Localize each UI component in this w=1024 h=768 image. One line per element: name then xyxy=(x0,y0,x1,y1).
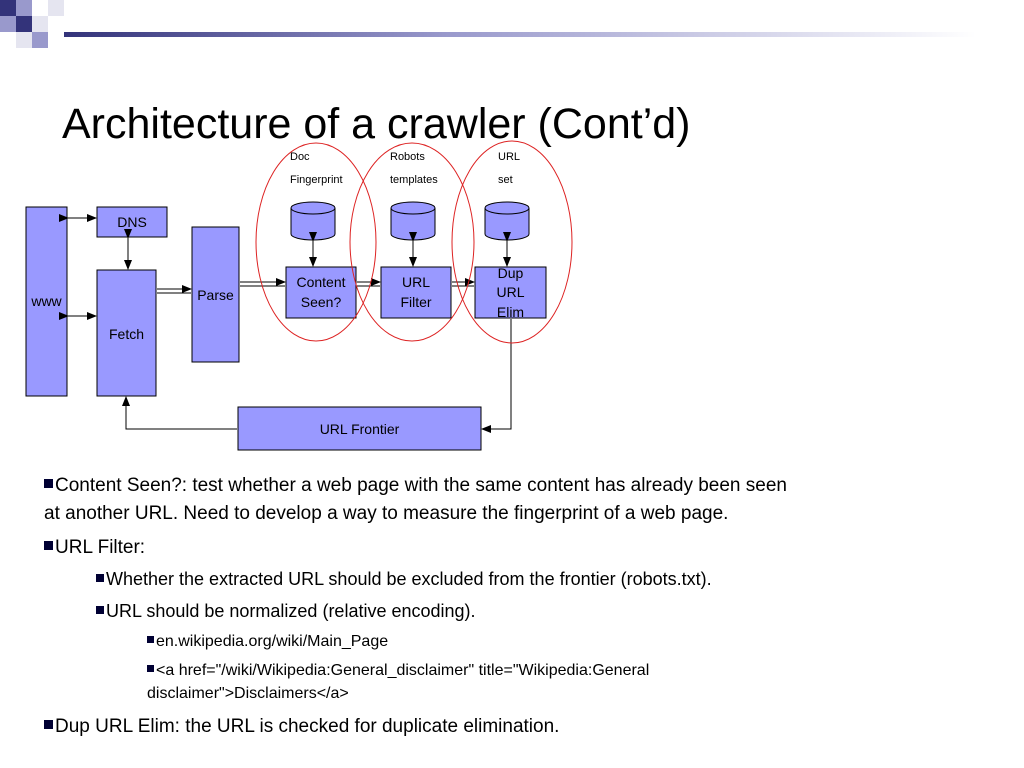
fetch-box: Fetch xyxy=(96,269,157,397)
bullet-excluded: Whether the extracted URL should be excl… xyxy=(96,569,712,590)
robots-templates-database-icon xyxy=(390,201,436,241)
svg-text:URL: URL xyxy=(498,151,520,163)
svg-text:DNS: DNS xyxy=(117,214,147,230)
bullet-square-icon xyxy=(44,541,53,551)
svg-text:URL: URL xyxy=(402,274,430,290)
robots-templates-label: Robots templates xyxy=(390,151,438,186)
svg-text:www: www xyxy=(30,293,62,309)
bullet-dup-elim: Dup URL Elim: the URL is checked for dup… xyxy=(44,716,559,738)
svg-text:Doc: Doc xyxy=(290,151,310,163)
parse-box: Parse xyxy=(191,226,240,363)
svg-text:set: set xyxy=(498,174,513,186)
bullet-wiki-main: en.wikipedia.org/wiki/Main_Page xyxy=(147,633,388,651)
dns-box: DNS xyxy=(96,206,168,238)
bullet-square-icon xyxy=(44,720,53,730)
svg-text:Seen?: Seen? xyxy=(301,294,342,310)
bullet-content-seen-continued: at another URL. Need to develop a way to… xyxy=(44,503,729,524)
url-set-database-icon xyxy=(484,201,530,241)
svg-text:Fingerprint: Fingerprint xyxy=(290,174,343,186)
svg-text:Parse: Parse xyxy=(197,287,234,303)
svg-text:URL: URL xyxy=(496,284,524,300)
highlight-circles xyxy=(255,140,573,344)
bullet-square-icon xyxy=(96,606,104,615)
url-set-label: URL set xyxy=(498,151,520,186)
svg-text:Elim: Elim xyxy=(497,304,524,320)
svg-text:Filter: Filter xyxy=(400,294,431,310)
doc-fingerprint-database-icon xyxy=(290,201,336,241)
bullet-square-icon xyxy=(147,665,154,673)
svg-text:URL Frontier: URL Frontier xyxy=(320,421,400,437)
bullet-href-continued: disclaimer">Disclaimers</a> xyxy=(147,685,349,702)
slide-title: Architecture of a crawler (Cont’d) xyxy=(62,100,691,148)
url-frontier-box: URL Frontier xyxy=(237,406,482,451)
bullet-square-icon xyxy=(147,636,154,644)
crawler-architecture-diagram: Doc Fingerprint Robots templates URL set… xyxy=(25,140,573,451)
diagram-arrows xyxy=(59,214,512,433)
bullet-normalized: URL should be normalized (relative encod… xyxy=(96,601,476,622)
doc-fingerprint-label: Doc Fingerprint xyxy=(290,151,343,186)
www-box: www xyxy=(25,206,68,397)
bullet-square-icon xyxy=(96,574,104,583)
bullet-url-filter: URL Filter: xyxy=(44,537,145,559)
url-filter-box: URL Filter xyxy=(380,266,452,319)
content-seen-box: Content Seen? xyxy=(285,266,357,319)
dup-url-elim-box: Dup URL Elim xyxy=(474,265,547,320)
svg-text:Dup: Dup xyxy=(498,265,524,281)
bullet-content-seen: Content Seen?: test whether a web page w… xyxy=(44,475,787,497)
svg-text:Content: Content xyxy=(296,274,345,290)
svg-text:templates: templates xyxy=(390,174,438,186)
svg-text:Fetch: Fetch xyxy=(109,326,144,342)
bullet-href: <a href="/wiki/Wikipedia:General_disclai… xyxy=(147,662,649,680)
bullet-square-icon xyxy=(44,479,53,489)
svg-text:Robots: Robots xyxy=(390,151,425,163)
